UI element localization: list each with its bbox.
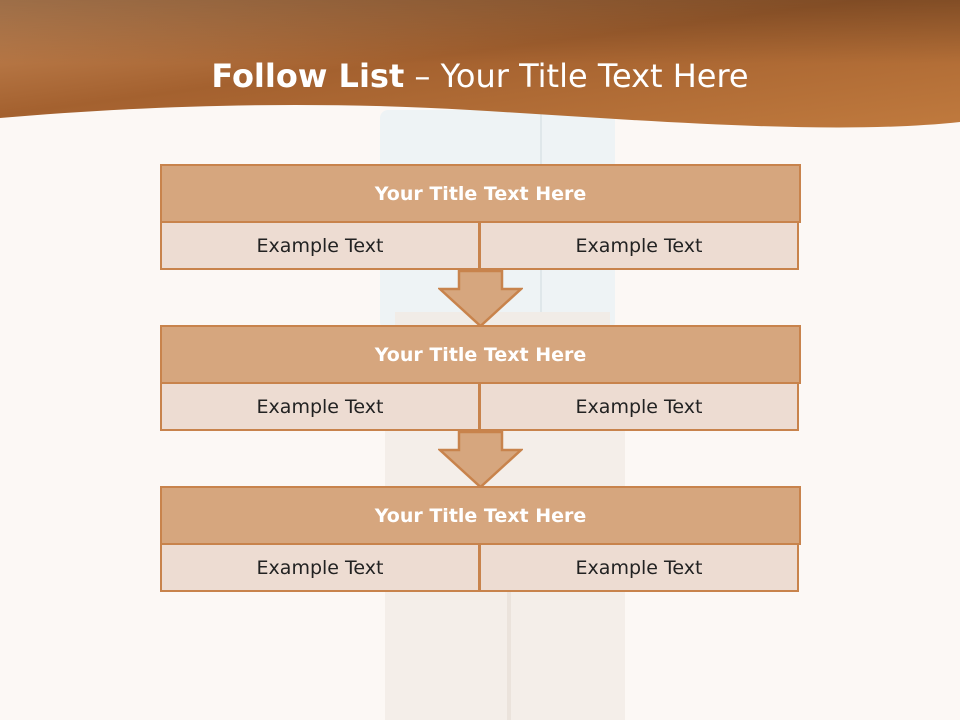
page-title: Follow List – Your Title Text Here	[0, 54, 960, 98]
down-arrow-icon	[438, 431, 523, 489]
block-cell-right: Example Text	[479, 543, 799, 592]
down-arrow-icon	[438, 270, 523, 328]
block-title: Your Title Text Here	[160, 325, 801, 384]
block-cell-left: Example Text	[160, 221, 480, 270]
header-wave	[0, 0, 960, 128]
list-block: Your Title Text Here Example Text Exampl…	[160, 486, 801, 592]
block-cell-left: Example Text	[160, 543, 480, 592]
block-title: Your Title Text Here	[160, 486, 801, 545]
page-title-bold: Follow List	[211, 57, 405, 95]
block-cell-right: Example Text	[479, 382, 799, 431]
list-block: Your Title Text Here Example Text Exampl…	[160, 325, 801, 431]
block-cell-right: Example Text	[479, 221, 799, 270]
background-leg-gap	[507, 585, 511, 720]
block-title: Your Title Text Here	[160, 164, 801, 223]
header-banner: Follow List – Your Title Text Here	[0, 0, 960, 140]
page-title-rest: – Your Title Text Here	[404, 57, 749, 95]
list-block: Your Title Text Here Example Text Exampl…	[160, 164, 801, 270]
block-cell-left: Example Text	[160, 382, 480, 431]
